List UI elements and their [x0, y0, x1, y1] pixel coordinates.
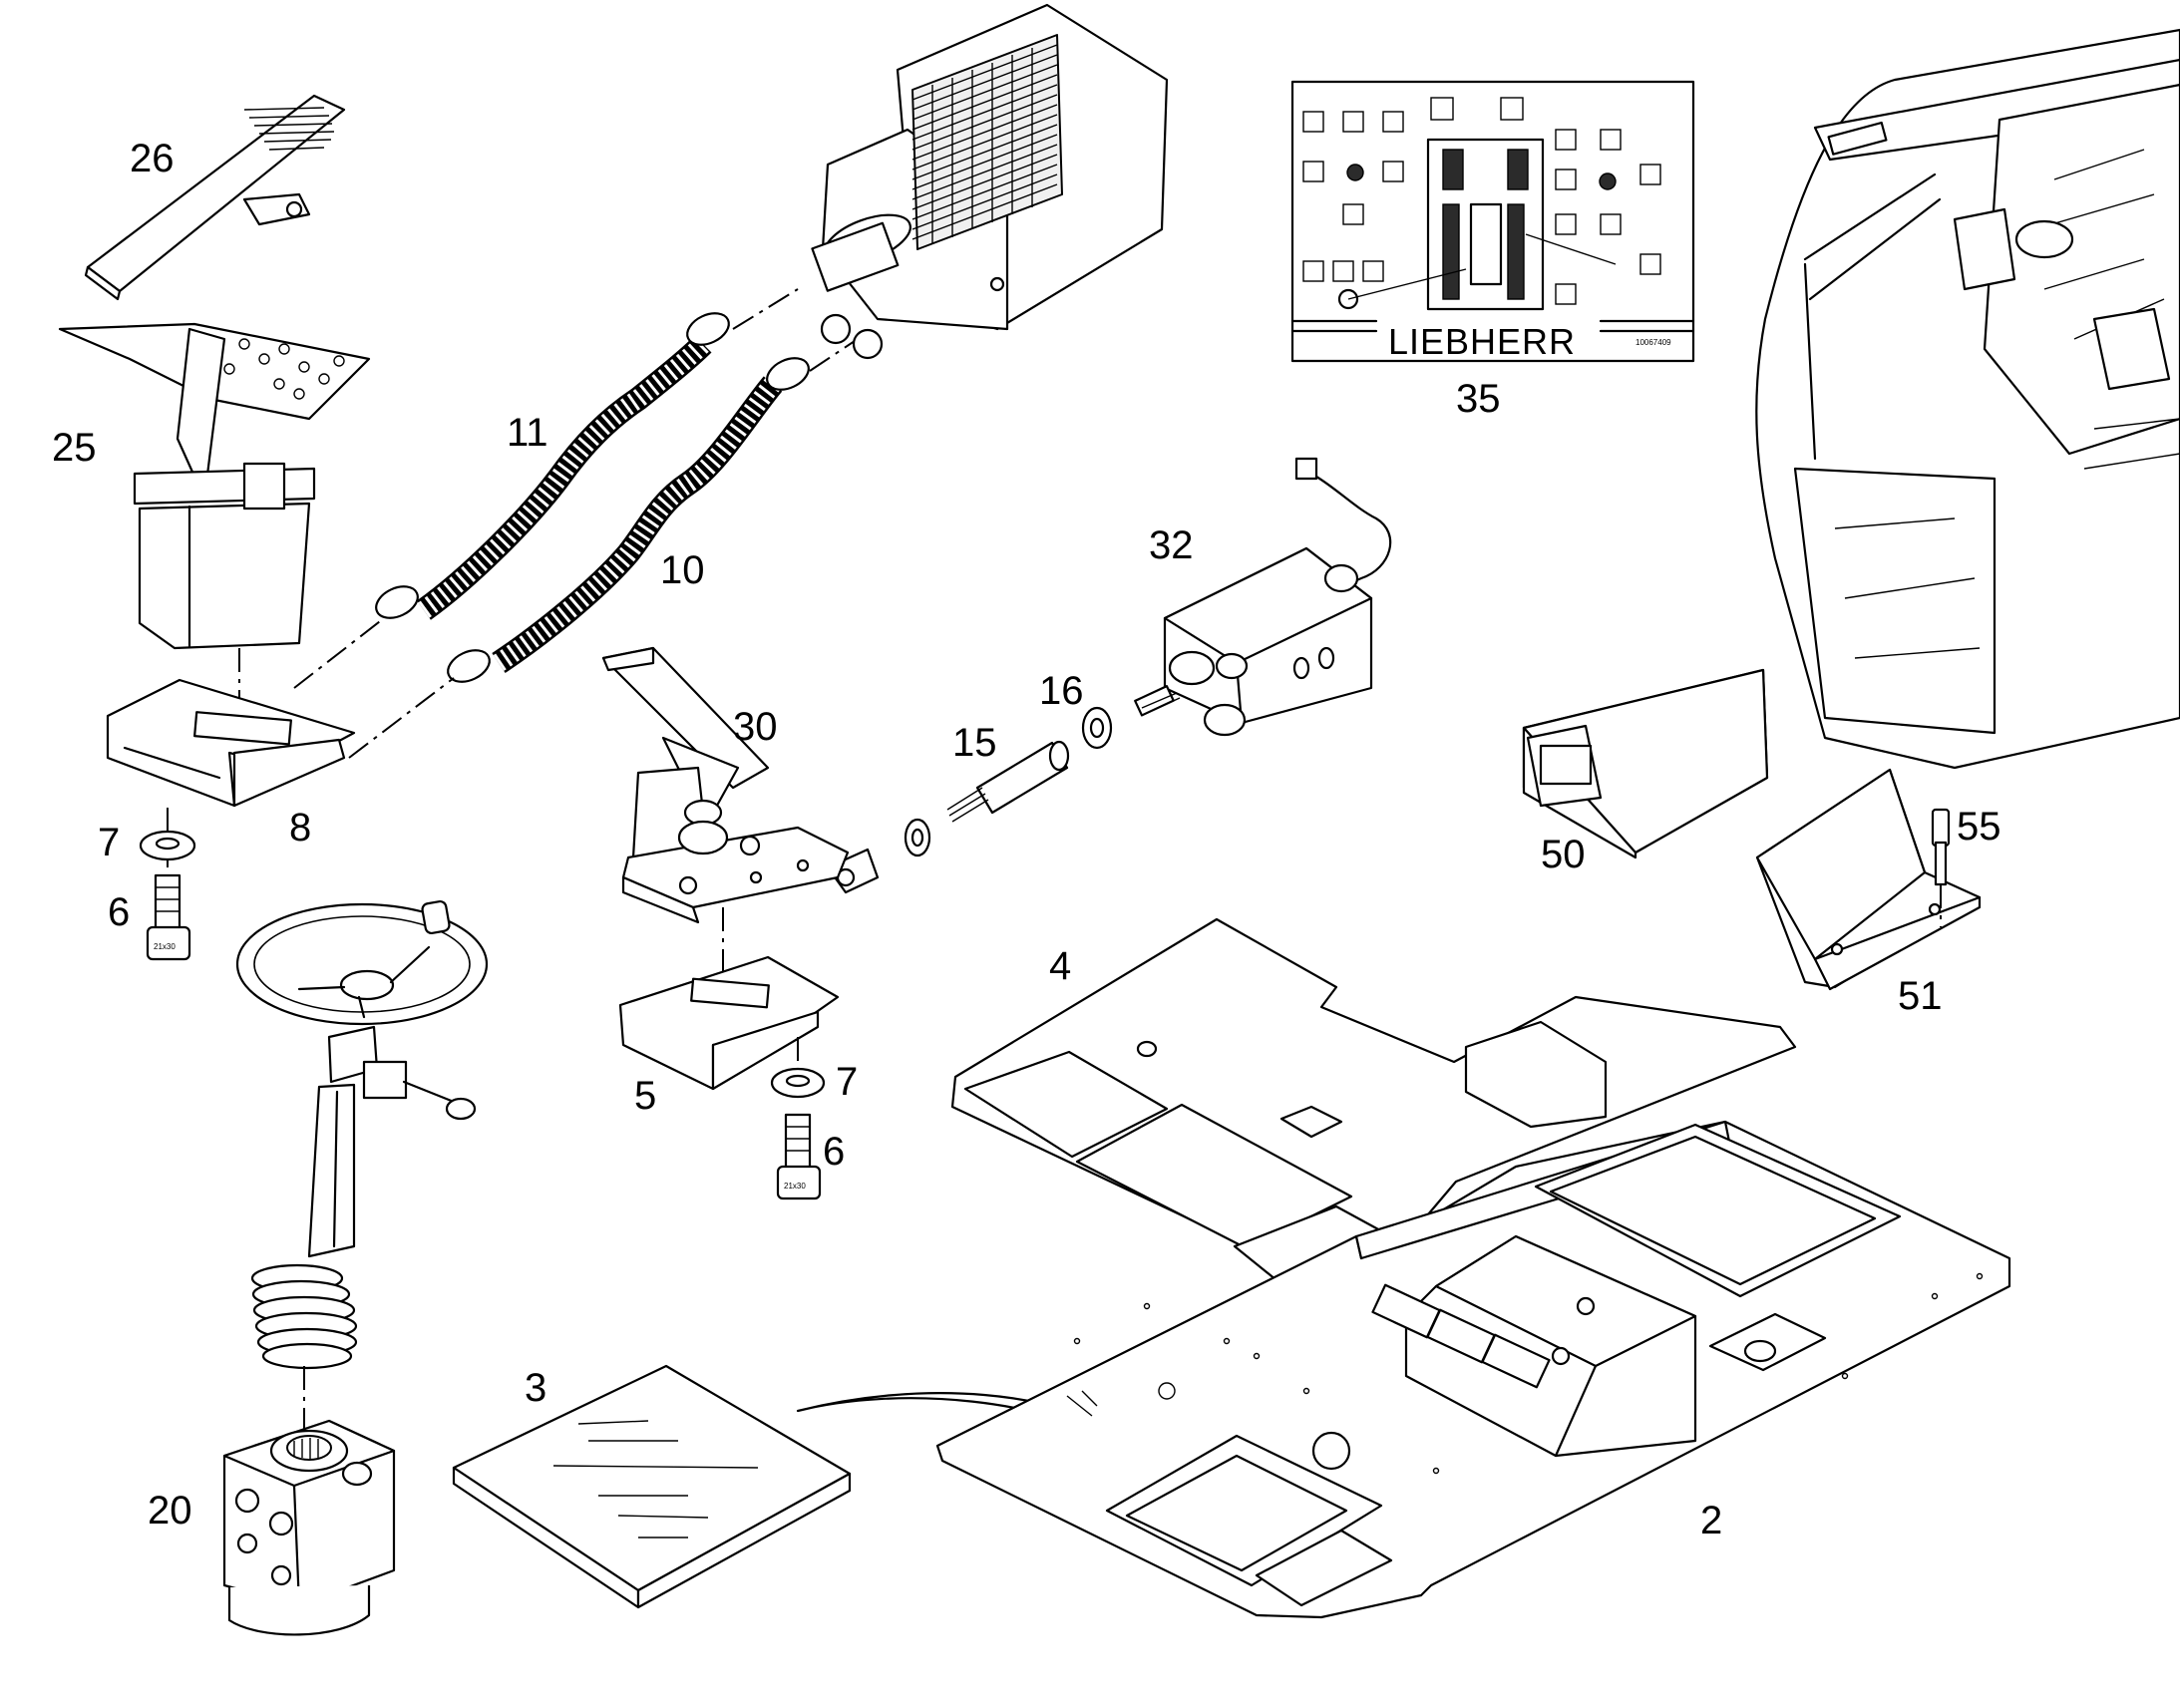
callout-11: 11 — [507, 411, 548, 455]
part-7-washer-center: 7 — [770, 1037, 858, 1104]
callout-32: 32 — [1149, 523, 1194, 567]
callout-2: 2 — [1700, 1499, 1722, 1542]
callout-7-center: 7 — [836, 1060, 858, 1104]
part-55-bolt: 55 — [1931, 805, 2001, 927]
callout-16: 16 — [1039, 669, 1084, 713]
callout-7-left: 7 — [98, 821, 120, 864]
callout-3: 3 — [525, 1366, 546, 1410]
callout-30: 30 — [733, 705, 778, 749]
svg-text:21x30: 21x30 — [784, 1182, 806, 1191]
part-6-bolt-center: 21x30 6 — [776, 1113, 845, 1200]
callout-8: 8 — [289, 806, 311, 850]
part-35-control-decal: LIEBHERR 10067409 35 — [1290, 80, 1695, 421]
part-7-washer-left: 7 — [98, 808, 196, 867]
part-4-floor-plate: 4 — [950, 917, 1797, 1308]
callout-4: 4 — [1049, 944, 1071, 988]
part-5-bracket: 5 — [618, 907, 840, 1118]
decal-part-code: 10067409 — [1635, 338, 1671, 347]
callout-15: 15 — [952, 721, 997, 765]
operator-cab — [1755, 28, 2180, 770]
callout-26: 26 — [130, 137, 175, 180]
part-26-pedal-cover: 26 — [84, 94, 346, 301]
callout-10: 10 — [660, 548, 705, 592]
callout-6-center: 6 — [823, 1130, 845, 1174]
part-50-cover: 50 — [1522, 668, 1769, 876]
callout-6-left: 6 — [108, 890, 130, 934]
part-10-hose: 10 — [348, 338, 859, 759]
decal-brand-text: LIEBHERR — [1388, 321, 1576, 362]
heater-unit — [811, 3, 1169, 360]
part-11-hose: 11 — [293, 288, 799, 689]
part-6-bolt-left: 21x30 6 — [108, 873, 191, 961]
steering-column — [235, 899, 489, 1441]
part-15-rod: 15 — [826, 721, 1070, 894]
callout-25: 25 — [52, 426, 97, 470]
callout-5: 5 — [634, 1074, 656, 1118]
part-32-valve-block: 32 — [1149, 457, 1392, 737]
part-25-pedal-assembly: 25 — [52, 322, 371, 650]
callout-55: 55 — [1957, 805, 2001, 849]
part-30-brake-pedal: 30 — [601, 646, 850, 924]
part-8-bracket: 8 — [106, 648, 356, 850]
callout-35: 35 — [1456, 377, 1501, 421]
part-3-floor-mat: 3 — [452, 1364, 852, 1609]
callout-51: 51 — [1898, 974, 1943, 1018]
part-20-steering-unit: 20 — [148, 1419, 396, 1636]
callout-50: 50 — [1541, 833, 1586, 876]
callout-20: 20 — [148, 1489, 192, 1533]
part-16-nut: 16 — [1039, 669, 1181, 750]
part-51-cover: 51 — [1755, 768, 1982, 1018]
svg-text:21x30: 21x30 — [154, 942, 176, 951]
part-2-cab-floor: 2 — [935, 1120, 2011, 1619]
